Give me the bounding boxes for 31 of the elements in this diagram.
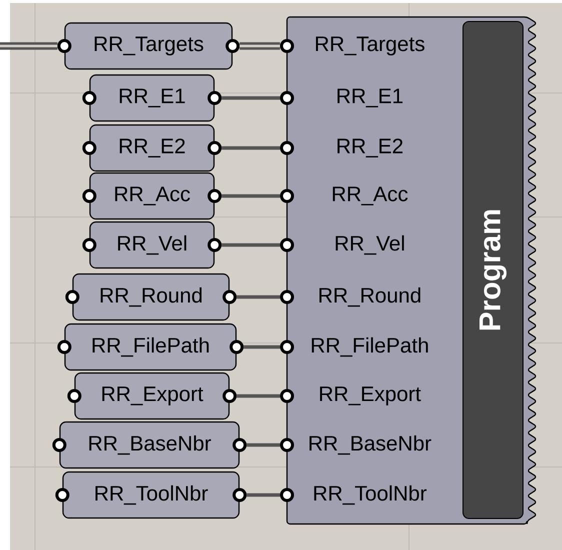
input-label: RR_E1 — [338, 88, 402, 108]
parameter-box: RR_Vel — [89, 221, 215, 269]
wire — [246, 443, 280, 447]
wire — [222, 96, 280, 100]
parameter-box: RR_Acc — [89, 172, 215, 220]
parameter-box: RR_FilePath — [64, 323, 237, 371]
wire — [222, 243, 280, 247]
input-label: RR_FilePath — [312, 337, 428, 357]
wire — [246, 493, 280, 497]
parameter-box: RR_ToolNbr — [62, 471, 240, 519]
wire — [236, 295, 280, 299]
parameter-box: RR_Export — [74, 372, 230, 420]
wire — [0, 42, 58, 50]
input-label: RR_Export — [320, 386, 421, 406]
wire — [244, 345, 280, 349]
input-label: RR_E2 — [338, 138, 402, 158]
wire — [236, 394, 280, 398]
input-label: RR_Vel — [336, 235, 404, 255]
parameter-box: RR_E2 — [89, 124, 215, 172]
input-label: RR_Round — [319, 287, 420, 307]
parameter-box: RR_Targets — [64, 22, 233, 70]
wire — [222, 194, 280, 198]
wire — [240, 42, 280, 50]
input-label: RR_BaseNbr — [310, 435, 432, 455]
input-label: RR_ToolNbr — [314, 485, 427, 505]
parameter-box: RR_Round — [72, 273, 230, 321]
wire — [222, 146, 280, 150]
parameter-box: RR_BaseNbr — [59, 421, 240, 469]
input-label: RR_Targets — [316, 36, 424, 56]
parameter-box: RR_E1 — [89, 74, 215, 122]
input-label: RR_Acc — [332, 186, 408, 206]
